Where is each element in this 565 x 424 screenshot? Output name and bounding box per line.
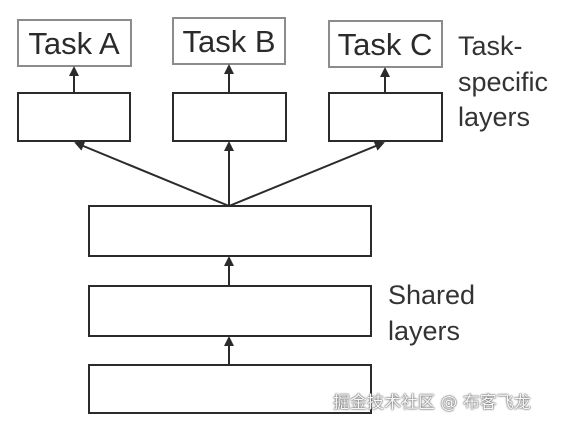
task-c-specific-layer: [328, 92, 443, 142]
shared-layer-top: [88, 205, 372, 257]
task-c-output: Task C: [328, 20, 443, 68]
shared-label-line-1: Shared: [388, 280, 475, 310]
task-a-output: Task A: [17, 19, 132, 67]
task-b-specific-layer: [172, 92, 287, 142]
shared-layer-middle: [88, 285, 372, 337]
task-b-label: Task B: [182, 24, 275, 59]
task-specific-label-line-2: specific: [458, 67, 548, 97]
task-b-box: [172, 17, 286, 65]
task-specific-label-line-1: Task-: [458, 31, 523, 61]
task-b-output: Task B: [172, 17, 286, 65]
shared-label-line-2: layers: [388, 316, 460, 346]
arrow-shared-to-task-c-layer: [228, 141, 385, 207]
arrow-shared-to-task-a-layer: [74, 141, 230, 207]
task-a-specific-layer: [17, 92, 131, 142]
shared-layer-bottom: [88, 364, 372, 414]
task-c-label: Task C: [338, 27, 433, 62]
task-specific-label-line-3: layers: [458, 102, 530, 132]
task-a-label: Task A: [28, 26, 120, 61]
task-a-box: [17, 19, 132, 67]
watermark-text: 掘金技术社区 @ 布客飞龙: [333, 393, 531, 413]
